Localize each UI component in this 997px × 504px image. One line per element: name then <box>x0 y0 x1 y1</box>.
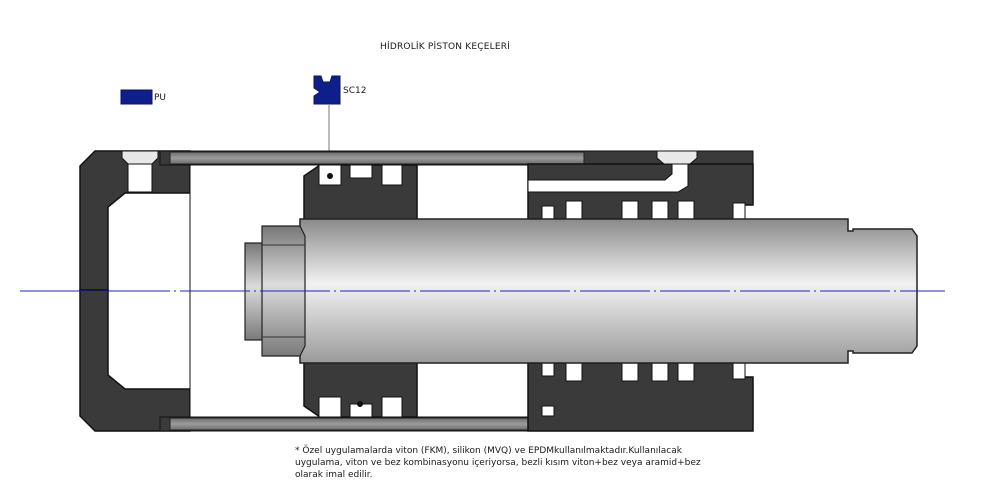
sc12-seal-profile <box>313 75 341 105</box>
seal-marker-dot-bottom <box>357 401 363 407</box>
footnote-line-3: olarak imal edilir. <box>295 470 373 480</box>
gland-bottom <box>527 362 754 432</box>
gland-wiper-groove-bottom <box>541 405 555 417</box>
sc12-label: SC12 <box>343 86 367 96</box>
end-cap-bottom <box>79 289 191 432</box>
seal-marker-dot-top <box>327 173 333 179</box>
footnote: * Özel uygulamalarda viton (FKM), siliko… <box>295 445 715 481</box>
tube-wall-bottom <box>169 417 585 431</box>
footnote-line-2: uygulama, viton ve bez kombinasyonu içer… <box>295 458 701 468</box>
gland-port-thread <box>656 150 698 165</box>
gland-seal-grooves-bottom <box>541 362 746 382</box>
piston-seal-grooves <box>318 164 403 418</box>
pu-label: PU <box>154 93 167 103</box>
tube-wall-top <box>169 151 585 165</box>
pu-seal-swatch <box>120 89 153 105</box>
end-cap-port <box>127 159 153 193</box>
end-cap-port-thread <box>121 150 159 165</box>
diagram-title: HİDROLİK PİSTON KEÇELERİ <box>380 42 511 52</box>
footnote-line-1: * Özel uygulamalarda viton (FKM), siliko… <box>295 446 682 456</box>
